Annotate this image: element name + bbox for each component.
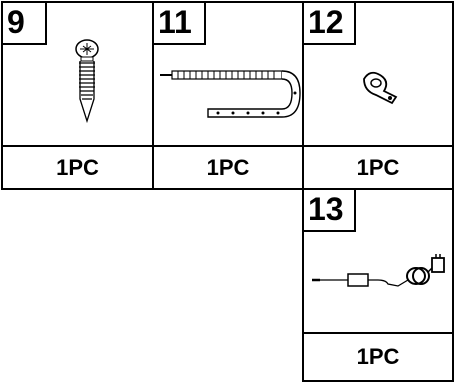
part-13-quantity: 1PC bbox=[302, 332, 454, 382]
part-13-image-cell: 13 bbox=[302, 188, 454, 334]
part-13-number: 13 bbox=[302, 188, 356, 232]
part-11-image-cell: 11 bbox=[152, 1, 304, 147]
part-11-number: 11 bbox=[152, 1, 206, 45]
part-9-image-cell: 9 bbox=[1, 1, 154, 147]
part-12-image-cell: 12 bbox=[302, 1, 454, 147]
power-adapter-icon bbox=[312, 254, 445, 287]
part-12-number: 12 bbox=[302, 1, 356, 45]
part-9-quantity: 1PC bbox=[1, 145, 154, 190]
led-strip-icon bbox=[160, 70, 301, 118]
part-9-number: 9 bbox=[1, 1, 47, 45]
part-11-quantity: 1PC bbox=[152, 145, 304, 190]
screw-icon bbox=[75, 39, 99, 124]
cable-clip-icon bbox=[363, 71, 398, 105]
part-12-quantity: 1PC bbox=[302, 145, 454, 190]
